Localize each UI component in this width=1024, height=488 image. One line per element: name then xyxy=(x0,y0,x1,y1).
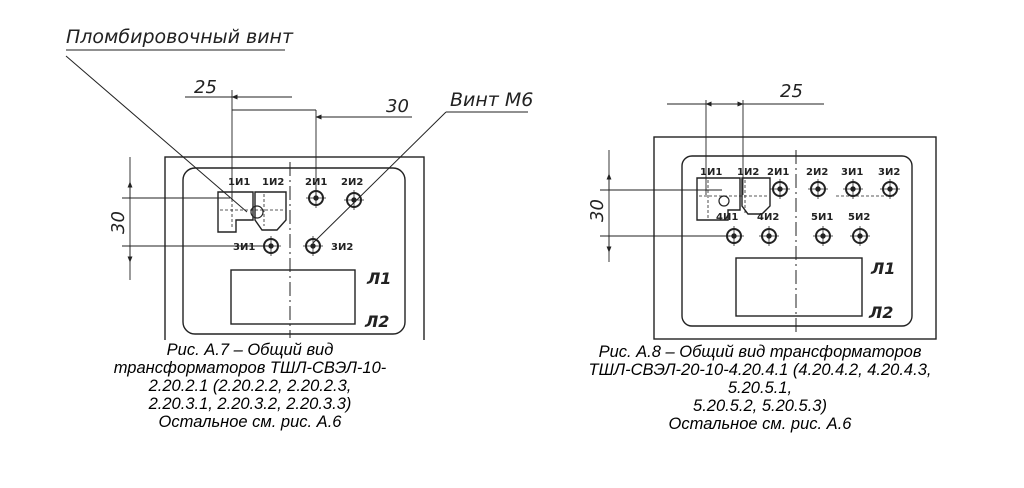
caption-line: 5.20.5.1, xyxy=(727,379,793,397)
stud-5i2-icon xyxy=(849,225,871,247)
nameplate xyxy=(230,269,356,325)
nameplate xyxy=(735,257,863,317)
terminal-label-1i2: 1И2 xyxy=(262,177,284,188)
stud-3i2-icon xyxy=(302,235,324,257)
seal-screw-label: Пломбировочный винт xyxy=(66,26,294,48)
caption-line: ТШЛ-СВЭЛ-20-10-4.20.4.1 (4.20.4.2, 4.20.… xyxy=(588,361,932,379)
figure-a8-caption: Рис. А.8 – Общий вид трансформаторов ТШЛ… xyxy=(520,343,1000,433)
housing-outline xyxy=(164,156,425,340)
caption-line: трансформаторов ТШЛ-СВЭЛ-10- xyxy=(113,359,387,377)
terminal-label-3i2: 3И2 xyxy=(878,167,900,178)
caption-line: Рис. А.7 – Общий вид xyxy=(166,341,334,359)
terminal-panel xyxy=(182,167,406,335)
caption-line: 5.20.5.2, 5.20.5.3) xyxy=(693,397,827,415)
screw-m6-label: Винт М6 xyxy=(450,89,533,111)
dim-30-vertical-label: 30 xyxy=(587,199,608,222)
dim-25-label: 25 xyxy=(780,81,803,102)
terminal-label-3i1: 3И1 xyxy=(841,167,863,178)
terminal-label-1i2: 1И2 xyxy=(737,167,759,178)
terminal-label-2i1: 2И1 xyxy=(767,167,789,178)
terminal-panel xyxy=(681,155,913,327)
terminal-label-3i1: 3И1 xyxy=(233,242,255,253)
stud-2i2-icon xyxy=(343,189,365,211)
dim-25-label: 25 xyxy=(194,77,217,98)
terminal-label-l1: Л1 xyxy=(366,269,391,288)
terminal-label-5i1: 5И1 xyxy=(811,212,833,223)
terminal-label-3i2: 3И2 xyxy=(331,242,353,253)
drawings-canvas: Пломбировочный винт Винт М6 25 30 30 1И1… xyxy=(65,26,937,340)
dim-30-horizontal-label: 30 xyxy=(386,96,409,117)
terminal-label-2i1: 2И1 xyxy=(305,177,327,188)
caption-line: 2.20.3.1, 2.20.3.2, 2.20.3.3) xyxy=(148,395,352,413)
caption-line: Рис. А.8 – Общий вид трансформаторов xyxy=(598,343,922,361)
caption-line: Остальное см. рис. А.6 xyxy=(158,413,342,431)
terminal-label-l1: Л1 xyxy=(870,259,895,278)
terminal-label-2i2: 2И2 xyxy=(341,177,363,188)
terminal-label-l2: Л2 xyxy=(364,312,389,331)
terminal-label-5i2: 5И2 xyxy=(848,212,870,223)
seal-screw-icon xyxy=(250,205,264,219)
terminal-label-1i1: 1И1 xyxy=(700,167,722,178)
stud-5i1-icon xyxy=(812,225,834,247)
terminal-label-4i1: 4И1 xyxy=(716,212,738,223)
seal-screw-icon xyxy=(718,195,730,207)
dim-30-vertical-label: 30 xyxy=(108,211,129,234)
terminal-label-l2: Л2 xyxy=(868,303,893,322)
figure-a7-drawing xyxy=(65,49,528,340)
caption-line: 2.20.2.1 (2.20.2.2, 2.20.2.3, xyxy=(148,377,352,395)
stud-2i2-icon xyxy=(807,178,829,200)
housing-outline xyxy=(653,136,937,340)
stud-4i2-icon xyxy=(758,225,780,247)
caption-line: Остальное см. рис. А.6 xyxy=(668,415,852,433)
terminal-label-1i1: 1И1 xyxy=(228,177,250,188)
terminal-label-4i2: 4И2 xyxy=(757,212,779,223)
stud-2i1-icon xyxy=(769,178,791,200)
figure-a8-drawing xyxy=(600,100,937,340)
figure-a7-caption: Рис. А.7 – Общий вид трансформаторов ТШЛ… xyxy=(40,341,460,431)
terminal-label-2i2: 2И2 xyxy=(806,167,828,178)
